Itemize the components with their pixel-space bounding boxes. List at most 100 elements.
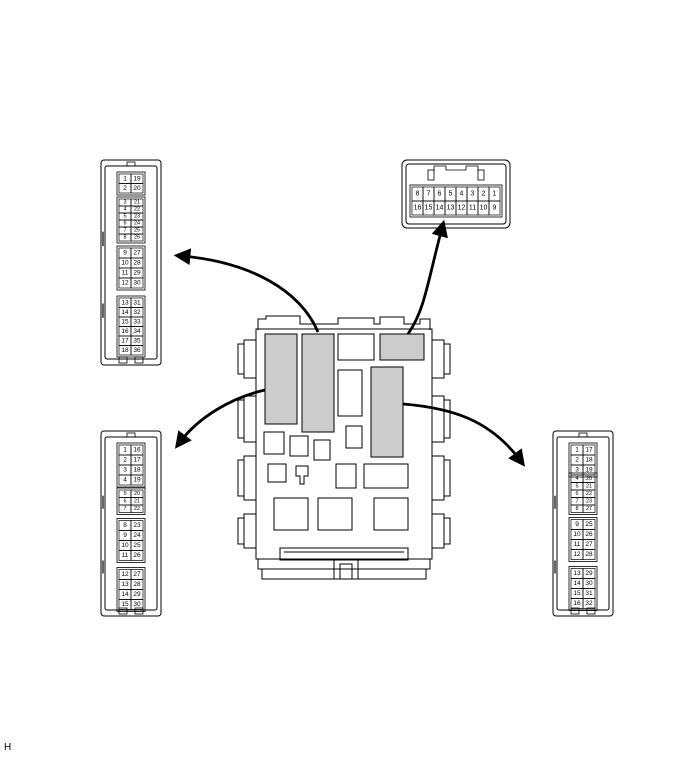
pin-number: 7 (123, 228, 126, 234)
pin-number: 9 (123, 250, 127, 257)
connector-housing (100, 159, 162, 366)
pin-number: 8 (123, 522, 127, 529)
connector-inner-frame (405, 163, 507, 225)
pin-number: 13 (447, 205, 455, 212)
pin-group-frame (409, 184, 503, 218)
arrows (173, 219, 526, 467)
arrow-to-top-left-connector (173, 248, 320, 333)
pin-number: 25 (134, 228, 140, 234)
pin-group-frame (568, 517, 598, 562)
pin-number: 9 (123, 532, 127, 539)
pin-cell (582, 504, 596, 513)
pin-number: 12 (458, 205, 466, 212)
pin-group-frame (116, 295, 146, 358)
pin-number: 14 (121, 591, 129, 598)
pin-number: 13 (573, 570, 581, 577)
pin-number: 11 (574, 541, 581, 548)
pin-number: 11 (122, 552, 129, 559)
pin-number: 20 (586, 476, 592, 482)
pin-number: 5 (123, 214, 126, 220)
pin-number: 13 (121, 581, 129, 588)
pin-number: 7 (575, 498, 578, 504)
pin-number: 23 (134, 214, 140, 220)
foot (118, 356, 128, 364)
pin-number: 24 (133, 532, 141, 539)
slot-bottom-left-connector (301, 333, 335, 433)
pin-number: 16 (133, 447, 141, 454)
pin-number: 4 (460, 191, 464, 198)
pin-number: 25 (133, 542, 141, 549)
pin-number: 5 (575, 483, 578, 489)
pin-number: 3 (123, 200, 126, 206)
pin-number: 32 (133, 309, 141, 316)
pin-cell (130, 550, 144, 561)
foot (570, 607, 580, 615)
foot (134, 607, 144, 615)
pin-number: 16 (121, 328, 129, 335)
pin-number: 14 (573, 580, 581, 587)
pin-number: 11 (469, 205, 476, 212)
pin-number: 15 (121, 318, 129, 325)
pin-group-frame (116, 442, 146, 488)
pin-number: 11 (122, 270, 129, 277)
pin-number: 8 (575, 506, 578, 512)
pin-number: 8 (416, 191, 420, 198)
slot-top-right-connector (379, 333, 425, 361)
pin-number: 2 (575, 457, 579, 464)
pin-number: 33 (133, 318, 141, 325)
pin-number: 30 (133, 601, 141, 608)
pin-number: 27 (133, 571, 141, 578)
pin-group-frame (116, 518, 146, 563)
pin-number: 4 (123, 207, 126, 213)
pin-cell (130, 233, 144, 242)
pin-number: 16 (414, 205, 422, 212)
pin-number: 1 (123, 175, 127, 182)
pin-number: 27 (585, 541, 593, 548)
pin-number: 26 (133, 552, 141, 559)
pin-number: 9 (575, 521, 579, 528)
pin-group-frame (568, 566, 598, 611)
pin-number: 10 (121, 542, 129, 549)
pin-number: 2 (123, 185, 127, 192)
pin-number: 10 (480, 205, 488, 212)
pin-number: 17 (121, 337, 129, 344)
pin-number: 21 (586, 483, 592, 489)
pin-number: 24 (134, 221, 140, 227)
pin-cell (130, 504, 144, 513)
pin-number: 22 (586, 491, 592, 497)
pin-number: 15 (425, 205, 433, 212)
pin-number: 28 (133, 581, 141, 588)
pin-number: 20 (133, 185, 141, 192)
latch (126, 432, 136, 438)
pin-number: 4 (575, 476, 578, 482)
pin-number: 29 (585, 570, 593, 577)
pin-cell (130, 183, 144, 194)
connector-housing (401, 159, 511, 229)
arrow-to-top-right-connector (406, 219, 448, 335)
pin-number: 22 (134, 506, 140, 512)
pin-number: 12 (573, 551, 581, 558)
latch (126, 161, 136, 167)
pin-number: 15 (573, 590, 581, 597)
pin-number: 32 (585, 600, 593, 607)
pin-number: 9 (493, 205, 497, 212)
pin-number: 28 (585, 551, 593, 558)
guide-key (427, 169, 435, 181)
pin-number: 23 (586, 498, 592, 504)
pin-number: 31 (585, 590, 593, 597)
pin-number: 3 (471, 191, 475, 198)
pin-number: 18 (133, 467, 141, 474)
arrow-to-bottom-right-connector (402, 402, 526, 467)
pin-number: 1 (575, 447, 579, 454)
arrow-to-bottom-left-connector (174, 388, 266, 449)
pin-cell (130, 277, 144, 289)
pin-number: 6 (575, 491, 578, 497)
pin-number: 23 (133, 522, 141, 529)
connector-housing (552, 430, 614, 617)
pin-cell (488, 200, 501, 216)
slot-top-left-connector (264, 333, 298, 425)
pin-cell (582, 598, 596, 609)
pin-number: 12 (121, 571, 129, 578)
